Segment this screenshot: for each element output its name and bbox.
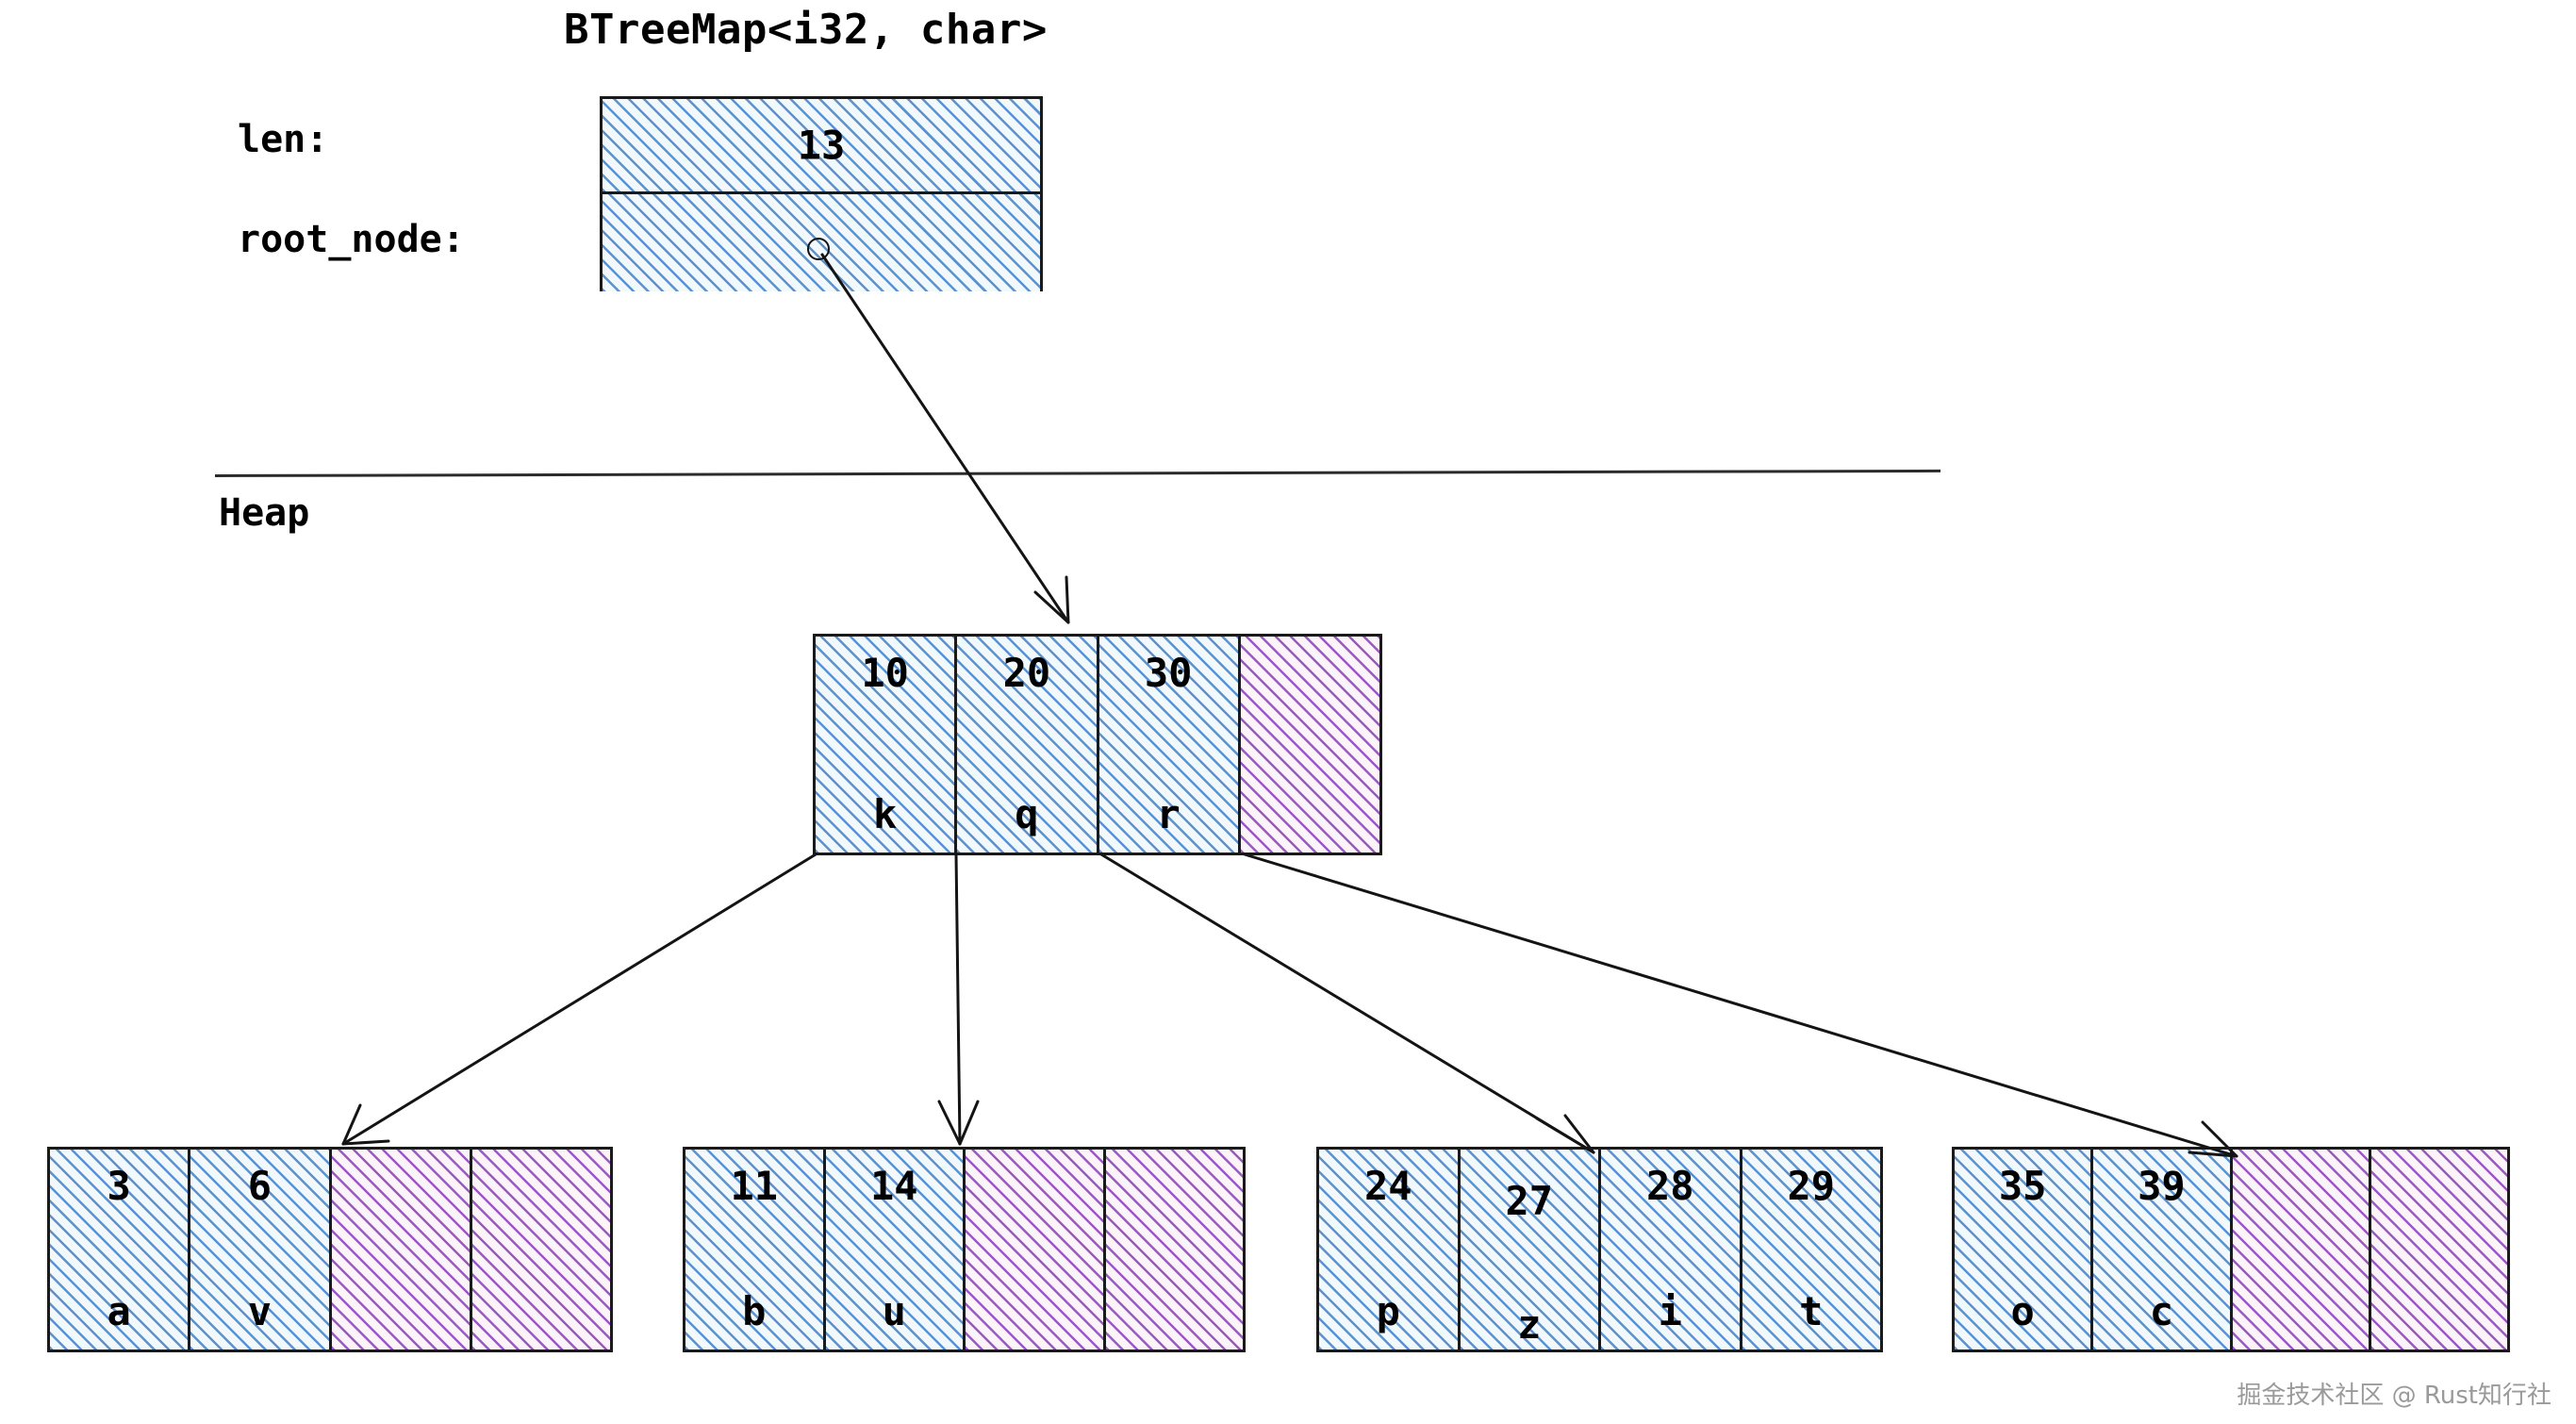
field-label-len: len: <box>238 118 329 161</box>
leaf3-cell-3-empty <box>2370 1150 2507 1349</box>
cell-value: r <box>1156 791 1181 837</box>
leaf3-cell-0: 35 o <box>1955 1150 2094 1349</box>
root-cell-0: 10 k <box>816 637 958 853</box>
cell-key: 11 <box>730 1163 779 1209</box>
leaf1-cell-2-empty <box>966 1150 1106 1349</box>
leaf0-cell-0: 3 a <box>50 1150 191 1349</box>
cell-key: 3 <box>107 1163 131 1209</box>
root-node-pointer-origin-icon <box>807 238 830 260</box>
arrow-root-to-leaf-2 <box>1099 853 1595 1154</box>
leaf-node-1-box: 11 b 14 u <box>683 1147 1246 1352</box>
cell-key: 30 <box>1144 650 1193 696</box>
cell-value: c <box>2149 1288 2174 1334</box>
cell-value: t <box>1799 1288 1824 1334</box>
leaf1-cell-1: 14 u <box>825 1150 966 1349</box>
leaf2-cell-1: 27 z <box>1460 1150 1601 1349</box>
struct-field-len: 13 <box>603 99 1040 194</box>
leaf-node-0-box: 3 a 6 v <box>47 1147 613 1352</box>
cell-value: v <box>247 1288 272 1334</box>
cell-key: 10 <box>861 650 909 696</box>
cell-key: 28 <box>1645 1163 1694 1209</box>
cell-key: 27 <box>1505 1178 1554 1224</box>
cell-value: i <box>1658 1288 1682 1334</box>
cell-value: p <box>1376 1288 1400 1334</box>
cell-key: 29 <box>1787 1163 1836 1209</box>
root-cell-3-empty <box>1240 637 1379 853</box>
btreemap-struct-box: 13 <box>600 96 1043 291</box>
leaf0-cell-2-empty <box>331 1150 472 1349</box>
arrow-root-pointer-to-root-node <box>820 253 1070 624</box>
page-title: BTreeMap<i32, char> <box>564 6 1048 54</box>
arrow-root-to-leaf-3 <box>1243 853 2238 1158</box>
cell-value: z <box>1517 1301 1542 1348</box>
struct-field-len-value: 13 <box>797 122 846 169</box>
leaf-node-3-box: 35 o 39 c <box>1952 1147 2510 1352</box>
stack-heap-divider <box>214 469 1940 477</box>
cell-key: 20 <box>1002 650 1051 696</box>
watermark-text: 掘金技术社区 @ Rust知行社 <box>2237 1382 2551 1410</box>
leaf1-cell-3-empty <box>1105 1150 1243 1349</box>
leaf2-cell-3: 29 t <box>1742 1150 1880 1349</box>
cell-key: 35 <box>1998 1163 2047 1209</box>
leaf1-cell-0: 11 b <box>685 1150 826 1349</box>
cell-value: k <box>872 791 898 837</box>
leaf0-cell-3-empty <box>471 1150 610 1349</box>
root-cell-2: 30 r <box>1098 637 1241 853</box>
heap-region-label: Heap <box>219 491 310 535</box>
leaf3-cell-2-empty <box>2232 1150 2371 1349</box>
cell-key: 24 <box>1363 1163 1412 1209</box>
cell-key: 6 <box>247 1163 272 1209</box>
cell-value: b <box>742 1288 767 1334</box>
arrow-root-to-leaf-0 <box>341 853 817 1146</box>
root-node-box: 10 k 20 q 30 r <box>813 634 1382 855</box>
leaf3-cell-1: 39 c <box>2093 1150 2233 1349</box>
cell-value: o <box>2010 1288 2035 1334</box>
leaf2-cell-2: 28 i <box>1601 1150 1742 1349</box>
cell-value: q <box>1015 791 1039 837</box>
leaf2-cell-0: 24 p <box>1319 1150 1461 1349</box>
arrow-root-to-leaf-1 <box>937 853 980 1146</box>
cell-key: 14 <box>869 1163 918 1209</box>
cell-key: 39 <box>2138 1163 2186 1209</box>
cell-value: a <box>107 1288 131 1334</box>
root-cell-1: 20 q <box>957 637 1099 853</box>
leaf-node-2-box: 24 p 27 z 28 i 29 t <box>1316 1147 1883 1352</box>
leaf0-cell-1: 6 v <box>190 1150 332 1349</box>
cell-value: u <box>882 1288 906 1334</box>
field-label-root-node: root_node: <box>238 218 465 261</box>
